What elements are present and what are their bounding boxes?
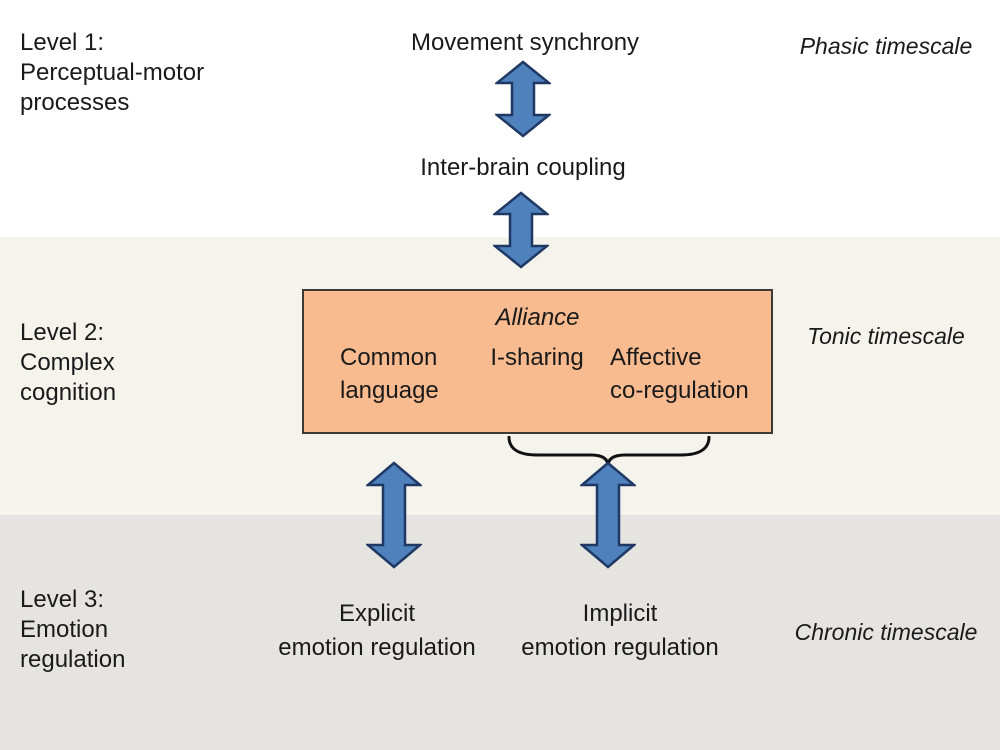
movement-synchrony-label: Movement synchrony bbox=[410, 29, 640, 56]
alliance-implicit-double-arrow-icon bbox=[580, 461, 636, 569]
common-language-label: Common language bbox=[340, 344, 439, 404]
alliance-title: Alliance bbox=[495, 304, 580, 331]
phasic-timescale-label: Phasic timescale bbox=[799, 33, 973, 59]
affective-coregulation-label: Affective co-regulation bbox=[610, 344, 749, 404]
explicit-regulation-label: Explicit emotion regulation bbox=[278, 600, 476, 661]
coupling-alliance-double-arrow-icon bbox=[493, 191, 549, 269]
level1-label: Level 1: Perceptual-motor processes bbox=[20, 29, 205, 116]
band-level3 bbox=[0, 515, 1000, 750]
inter-brain-coupling-label: Inter-brain coupling bbox=[420, 154, 626, 181]
level3-label: Level 3: Emotion regulation bbox=[20, 586, 126, 673]
sync-coupling-double-arrow-icon bbox=[495, 60, 551, 138]
alliance-box: Alliance Common language I-sharing Affec… bbox=[302, 289, 773, 434]
level2-label: Level 2: Complex cognition bbox=[20, 319, 117, 406]
implicit-regulation-label: Implicit emotion regulation bbox=[521, 600, 719, 661]
tonic-timescale-label: Tonic timescale bbox=[807, 323, 965, 349]
i-sharing-label: I-sharing bbox=[490, 344, 584, 371]
alliance-explicit-double-arrow-icon bbox=[366, 461, 422, 569]
chronic-timescale-label: Chronic timescale bbox=[794, 619, 978, 645]
